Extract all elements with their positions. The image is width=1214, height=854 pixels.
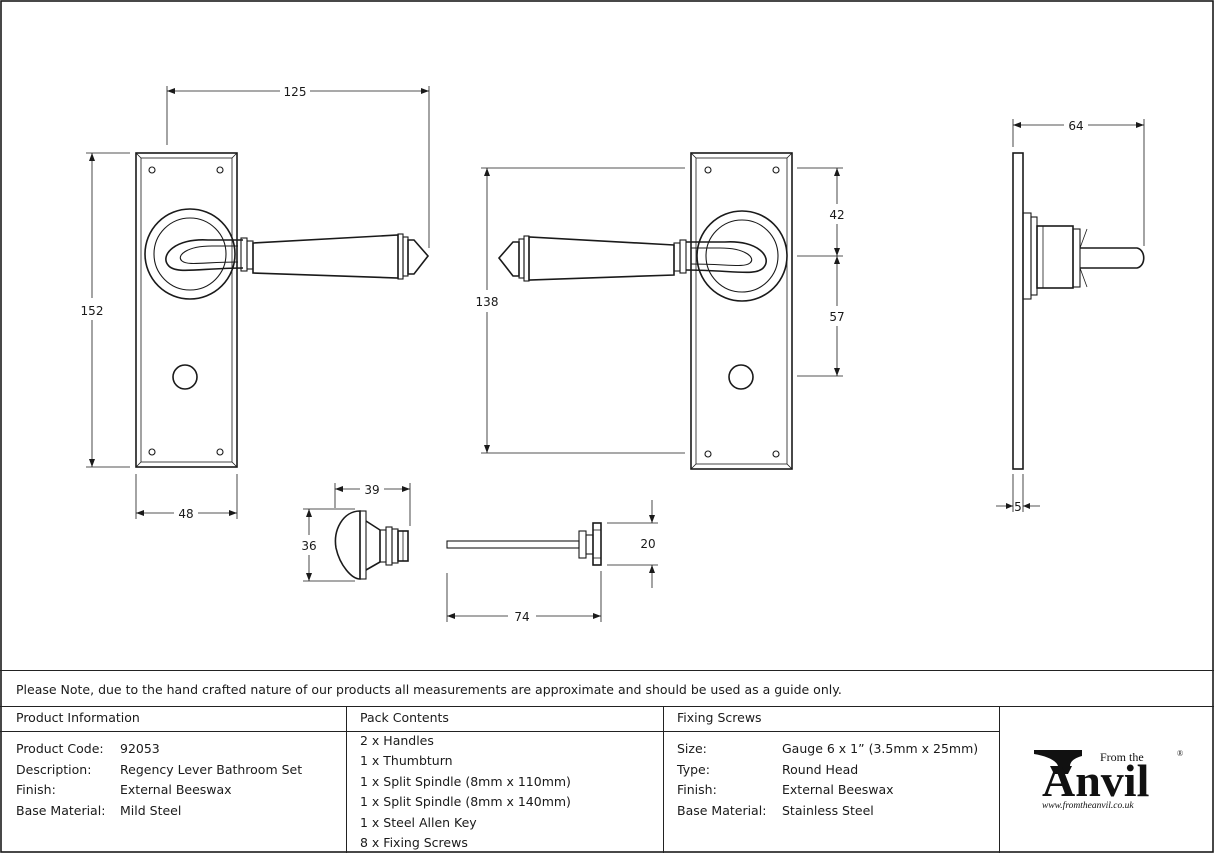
screw-type-value: Round Head [782, 762, 859, 777]
front-view [135, 152, 430, 468]
spindle [446, 522, 602, 566]
divider [0, 731, 1000, 732]
anvil-icon: From the ® Anvil www.fromtheanvil.co.uk [1034, 749, 1183, 811]
back-dimensions: 138 42 57 [476, 167, 845, 454]
side-dimensions: 64 5 [996, 119, 1145, 514]
divider [999, 706, 1000, 853]
screw-material-value: Stainless Steel [782, 803, 874, 818]
spindle-dimensions: 74 20 [446, 500, 658, 624]
dim-thumbturn-width: 39 [364, 483, 379, 497]
screw-size-value: Gauge 6 x 1” (3.5mm x 25mm) [782, 741, 979, 756]
product-code-value: 92053 [120, 741, 160, 756]
finish-label: Finish: [16, 782, 56, 797]
dim-front-height: 152 [81, 304, 104, 318]
from-the-anvil-logo: From the ® Anvil www.fromtheanvil.co.uk [1032, 744, 1202, 824]
info-panel: Please Note, due to the hand crafted nat… [0, 670, 1214, 854]
dim-plate-width: 48 [178, 507, 193, 521]
divider [663, 706, 664, 853]
list-item: 1 x Steel Allen Key [360, 815, 477, 830]
logo-url: www.fromtheanvil.co.uk [1042, 800, 1134, 811]
list-item: 8 x Fixing Screws [360, 835, 468, 850]
logo-from-the: From the [1100, 750, 1144, 764]
list-item: 1 x Split Spindle (8mm x 140mm) [360, 794, 571, 809]
front-dimensions: 125 152 48 [81, 85, 430, 521]
side-view [1012, 152, 1145, 470]
dim-front-width: 125 [284, 85, 307, 99]
disclaimer-note: Please Note, due to the hand crafted nat… [16, 682, 842, 697]
dim-plate-thickness: 5 [1014, 500, 1022, 514]
logo-reg: ® [1177, 749, 1183, 758]
fixing-screws-heading: Fixing Screws [677, 710, 762, 725]
thumbturn [334, 510, 409, 580]
dim-lower: 57 [829, 310, 844, 324]
list-item: 1 x Thumbturn [360, 753, 453, 768]
dim-back-height: 138 [476, 295, 499, 309]
divider [346, 706, 347, 853]
dim-thumbturn-height: 36 [301, 539, 316, 553]
pack-contents-heading: Pack Contents [360, 710, 449, 725]
list-item: 2 x Handles [360, 733, 434, 748]
description-value: Regency Lever Bathroom Set [120, 762, 303, 777]
product-info-heading: Product Information [16, 710, 140, 725]
dim-projection: 64 [1068, 119, 1083, 133]
logo-brand: Anvil [1042, 755, 1149, 806]
list-item: 1 x Split Spindle (8mm x 110mm) [360, 774, 571, 789]
screw-type-label: Type: [677, 762, 710, 777]
screw-size-label: Size: [677, 741, 707, 756]
dim-spindle-length: 74 [514, 610, 529, 624]
screw-material-label: Base Material: [677, 803, 767, 818]
dim-spindle-height: 20 [640, 537, 655, 551]
dim-upper: 42 [829, 208, 844, 222]
thumbturn-dimensions: 39 36 [301, 483, 411, 582]
finish-value: External Beeswax [120, 782, 232, 797]
screw-finish-value: External Beeswax [782, 782, 894, 797]
base-material-label: Base Material: [16, 803, 106, 818]
screw-finish-label: Finish: [677, 782, 717, 797]
back-view [497, 152, 793, 470]
base-material-value: Mild Steel [120, 803, 182, 818]
product-code-label: Product Code: [16, 741, 104, 756]
front-backplate [135, 152, 238, 468]
description-label: Description: [16, 762, 92, 777]
divider [0, 706, 1214, 707]
